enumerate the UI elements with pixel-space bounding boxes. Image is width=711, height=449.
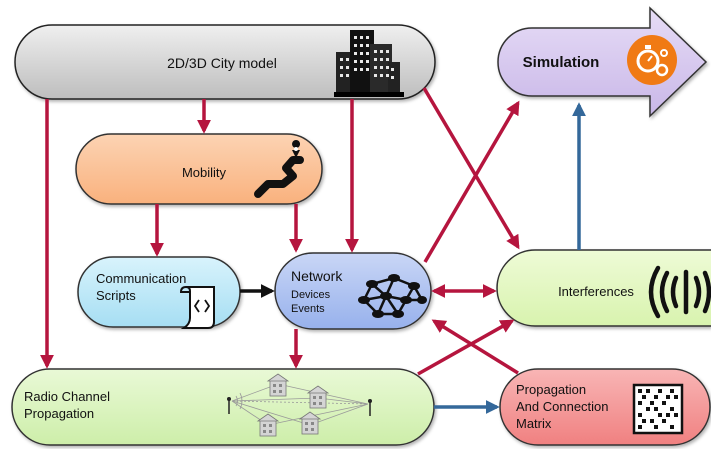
- matrix-icon: [632, 383, 684, 435]
- city-model-label: 2D/3D City model: [167, 55, 277, 71]
- interferences-label: Interferences: [558, 284, 634, 299]
- propagation-label-line2: And Connection: [516, 399, 609, 414]
- arrows: [40, 87, 586, 414]
- radio-propagation-icon: [227, 373, 372, 437]
- node-simulation: Simulation: [497, 6, 708, 118]
- radio-label-line2: Propagation: [24, 406, 94, 421]
- route-pin-icon: [254, 140, 304, 198]
- mesh-network-icon: [358, 274, 427, 318]
- node-interferences: Interferences: [496, 249, 711, 327]
- arrow-network-to-simulation: [423, 100, 520, 263]
- node-communication-scripts: Communication Scripts: [77, 256, 241, 329]
- node-network: Network Devices Events: [274, 252, 432, 330]
- script-code-icon: [179, 286, 215, 329]
- propagation-label-line1: Propagation: [516, 382, 586, 397]
- network-title: Network: [291, 268, 343, 284]
- arrow-propagation-to-network: [431, 319, 519, 375]
- communication-label-line1: Communication: [96, 271, 186, 286]
- network-label-events: Events: [291, 303, 325, 315]
- mobility-label: Mobility: [182, 165, 227, 180]
- radio-label-line1: Radio Channel: [24, 389, 110, 404]
- arrow-radio-to-interferences: [417, 319, 515, 376]
- node-propagation-matrix: Propagation And Connection Matrix: [499, 368, 711, 446]
- network-label-devices: Devices: [291, 289, 331, 301]
- arrow-city-to-interferences: [422, 87, 520, 250]
- node-mobility: Mobility: [75, 133, 323, 205]
- signal-waves-icon: [648, 265, 711, 319]
- simulation-label: Simulation: [523, 54, 600, 71]
- node-radio-channel-propagation: Radio Channel Propagation: [11, 368, 435, 446]
- buildings-icon: [334, 30, 404, 97]
- node-city-model: 2D/3D City model: [14, 24, 436, 100]
- gears-timer-icon: [627, 35, 677, 85]
- communication-label-line2: Scripts: [96, 288, 136, 303]
- propagation-label-line3: Matrix: [516, 416, 552, 431]
